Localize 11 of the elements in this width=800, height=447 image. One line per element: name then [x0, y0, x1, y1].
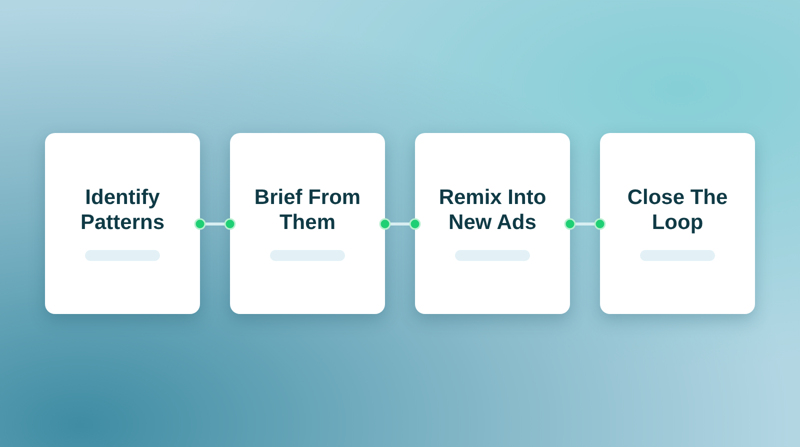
- connector: [564, 218, 606, 230]
- step-card: [415, 133, 570, 314]
- step-title: Close The Loop: [626, 185, 729, 235]
- step-card: [230, 133, 385, 314]
- step-title: Brief From Them: [253, 185, 362, 235]
- step-title: Identify Patterns: [79, 185, 166, 235]
- connector: [379, 218, 421, 230]
- step-title: Remix Into New Ads: [438, 185, 548, 235]
- connector: [194, 218, 236, 230]
- step-card: [45, 133, 200, 314]
- step-card: [600, 133, 755, 314]
